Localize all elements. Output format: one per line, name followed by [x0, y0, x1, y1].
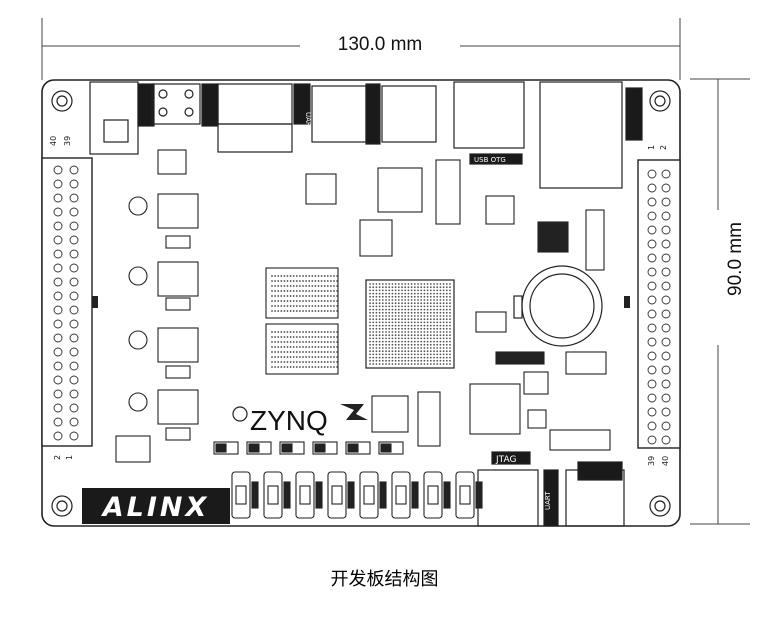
misc-ics	[305, 159, 611, 451]
left-header-label-2: 2	[53, 455, 62, 460]
left-header-label-1: 1	[65, 455, 74, 460]
zynq-soc	[365, 279, 455, 369]
uart-label: UART	[544, 491, 552, 510]
power-regulators	[115, 149, 199, 463]
left-header-label-40: 40	[49, 136, 58, 146]
right-header-label-1: 1	[647, 145, 656, 150]
height-dimension-label: 90.0 mm	[725, 219, 747, 299]
width-dimension-label: 130.0 mm	[305, 34, 455, 56]
led-row	[213, 441, 404, 455]
right-header-label-39: 39	[647, 456, 656, 466]
jtag-label: JTAG	[495, 455, 516, 465]
brand-logo-text: ALINX	[101, 492, 210, 523]
uart-top-label: UART	[304, 112, 312, 131]
ddr-memory	[265, 267, 339, 375]
zynq-logo-icon	[340, 404, 368, 420]
bottom-right-connectors	[477, 451, 625, 527]
left-header-label-39: 39	[63, 136, 72, 146]
top-connectors	[89, 81, 643, 189]
mounting-holes	[51, 90, 671, 517]
brand-logo-block	[82, 488, 230, 524]
push-buttons	[231, 471, 483, 519]
zynq-logo-text: ZYNQ	[250, 405, 328, 436]
diagram-caption: 开发板结构图	[330, 569, 439, 590]
right-expansion-header	[637, 159, 681, 449]
left-expansion-header	[41, 157, 93, 447]
right-header-label-40: 40	[661, 456, 670, 466]
right-header-label-2: 2	[659, 145, 668, 150]
usb-otg-label: USB OTG	[474, 156, 506, 164]
dimension-lines	[41, 18, 750, 525]
rtc-battery	[513, 265, 603, 347]
